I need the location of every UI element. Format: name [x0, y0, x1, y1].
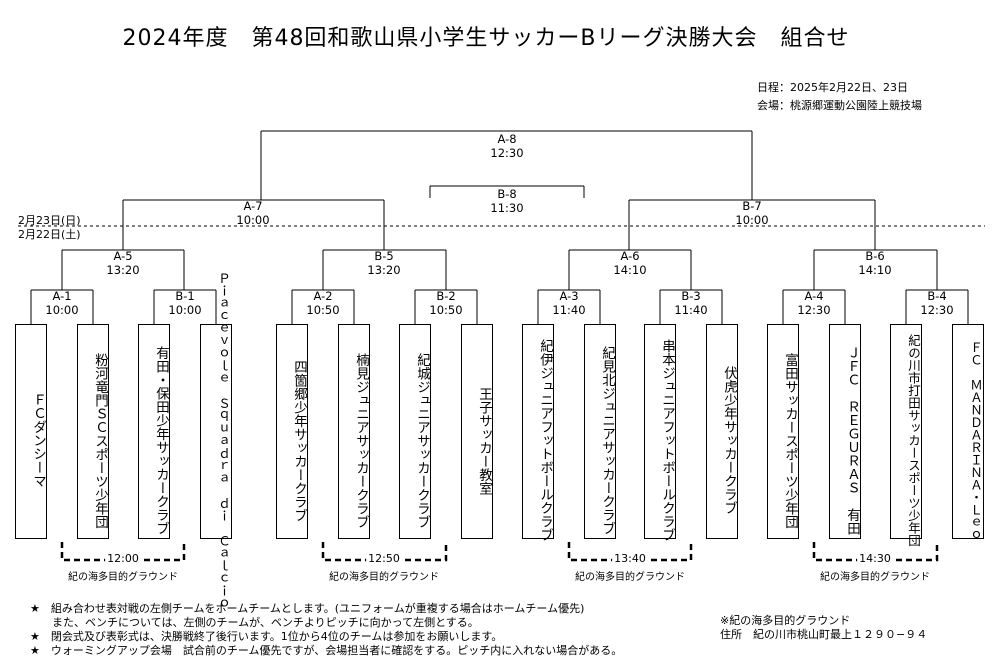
- team-box: 紀城ジュニアサッカークラブ: [399, 324, 431, 539]
- day1-label: 2月22日(土): [18, 228, 81, 241]
- match-time: 10:00: [45, 303, 79, 317]
- team-box: 四箇郷少年サッカークラブ: [276, 324, 308, 539]
- team-box: 紀伊ジュニアフットボールクラブ: [522, 324, 554, 542]
- match-code: A-8: [497, 132, 517, 146]
- match-time: 11:40: [674, 303, 708, 317]
- match-code: A-3: [559, 289, 579, 303]
- sub-session-time: 14:30: [857, 552, 893, 565]
- footnote-address: 住所 紀の川市桃山町最上１２９０−９４: [720, 628, 928, 641]
- match-time: 11:30: [490, 201, 524, 215]
- match-time: 12:30: [920, 303, 954, 317]
- team-box: 串本ジュニアフットボールクラブ: [644, 324, 676, 542]
- match-time: 13:20: [367, 263, 401, 277]
- match-code: B-6: [865, 249, 885, 263]
- footnote-title: ※紀の海多目的グラウンド: [720, 614, 851, 627]
- match-time: 11:40: [552, 303, 586, 317]
- sub-session-ground: 紀の海多目的グラウンド: [329, 572, 439, 583]
- match-code: B-2: [436, 289, 456, 303]
- sub-session-ground: 紀の海多目的グラウンド: [820, 572, 930, 583]
- sub-session-ground: 紀の海多目的グラウンド: [68, 572, 178, 583]
- match-time: 10:00: [735, 213, 769, 227]
- match-code: B-5: [374, 249, 394, 263]
- team-box: 楠見ジュニアサッカークラブ: [338, 324, 370, 539]
- sub-session-time: 12:00: [105, 552, 141, 565]
- match-code: B-4: [927, 289, 947, 303]
- day2-label: 2月23日(日): [18, 214, 81, 227]
- team-box: 王子サッカー教室: [461, 324, 493, 539]
- team-box: 紀見北ジュニアサッカークラブ: [584, 324, 616, 539]
- team-box: ＦＣダンシーマ: [15, 324, 47, 539]
- team-box: 伏虎少年サッカークラブ: [706, 324, 738, 539]
- notes-block: ★ 組み合わせ表対戦の左側チームをホームチームとします。(ユニフォームが重複する…: [30, 602, 622, 658]
- match-time: 10:00: [168, 303, 202, 317]
- match-code: A-2: [313, 289, 333, 303]
- match-code: A-5: [113, 249, 133, 263]
- page-title: 2024年度 第48回和歌山県小学生サッカーBリーグ決勝大会 組合せ: [122, 26, 850, 51]
- note-line: ★ 組み合わせ表対戦の左側チームをホームチームとします。(ユニフォームが重複する…: [30, 602, 585, 615]
- team-box: ＪＦＣ ＲＥＧＵＲＡＳ 有田: [829, 324, 861, 539]
- match-code: A-4: [804, 289, 824, 303]
- match-time: 14:10: [613, 263, 647, 277]
- sub-session-time: 12:50: [366, 552, 402, 565]
- team-box: 粉河竜門ＳＣスポーツ少年団: [77, 324, 109, 539]
- match-time: 13:20: [106, 263, 140, 277]
- match-time: 10:00: [236, 213, 270, 227]
- note-line: ★ 閉会式及び表彰式は、決勝戦終了後行います。1位から4位のチームは参加をお願い…: [30, 630, 503, 643]
- note-line: また、ベンチについては、左側のチームが、ベンチよりピッチに向かって左側とする。: [30, 616, 479, 629]
- match-code: A-7: [243, 199, 263, 213]
- team-box: 富田サッカースポーツ少年団: [767, 324, 799, 539]
- ground-footnote: ※紀の海多目的グラウンド 住所 紀の川市桃山町最上１２９０−９４: [720, 614, 927, 642]
- sub-session-time: 13:40: [612, 552, 648, 565]
- team-box: Ｐｉａｃｅｖｏｌｅ Ｓｑｕａｄｒａ ｄｉ Ｃａｌｃｉｏ: [200, 272, 232, 609]
- match-code: B-8: [497, 187, 517, 201]
- schedule-text: 日程：2025年2月22日、23日: [757, 81, 908, 94]
- match-time: 12:30: [797, 303, 831, 317]
- match-time: 10:50: [306, 303, 340, 317]
- venue-text: 会場：桃源郷運動公園陸上競技場: [757, 99, 922, 112]
- match-code: B-7: [742, 199, 762, 213]
- team-box: 有田・保田少年サッカークラブ: [138, 324, 170, 539]
- match-time: 10:50: [429, 303, 463, 317]
- match-time: 12:30: [490, 146, 524, 160]
- team-box: 紀の川市打田サッカースポーツ少年団: [890, 324, 922, 547]
- note-line: ★ ウォーミングアップ会場 試合前のチーム優先ですが、会場担当者に確認をする。ピ…: [30, 644, 623, 657]
- team-box: ＦＣ ＭＡＮＤＡＲＩＮＡ・Ｌｅｏ: [952, 324, 984, 541]
- match-code: B-3: [681, 289, 701, 303]
- match-code: A-1: [52, 289, 72, 303]
- match-code: A-6: [620, 249, 640, 263]
- match-time: 14:10: [858, 263, 892, 277]
- match-code: B-1: [175, 289, 195, 303]
- sub-session-ground: 紀の海多目的グラウンド: [575, 572, 685, 583]
